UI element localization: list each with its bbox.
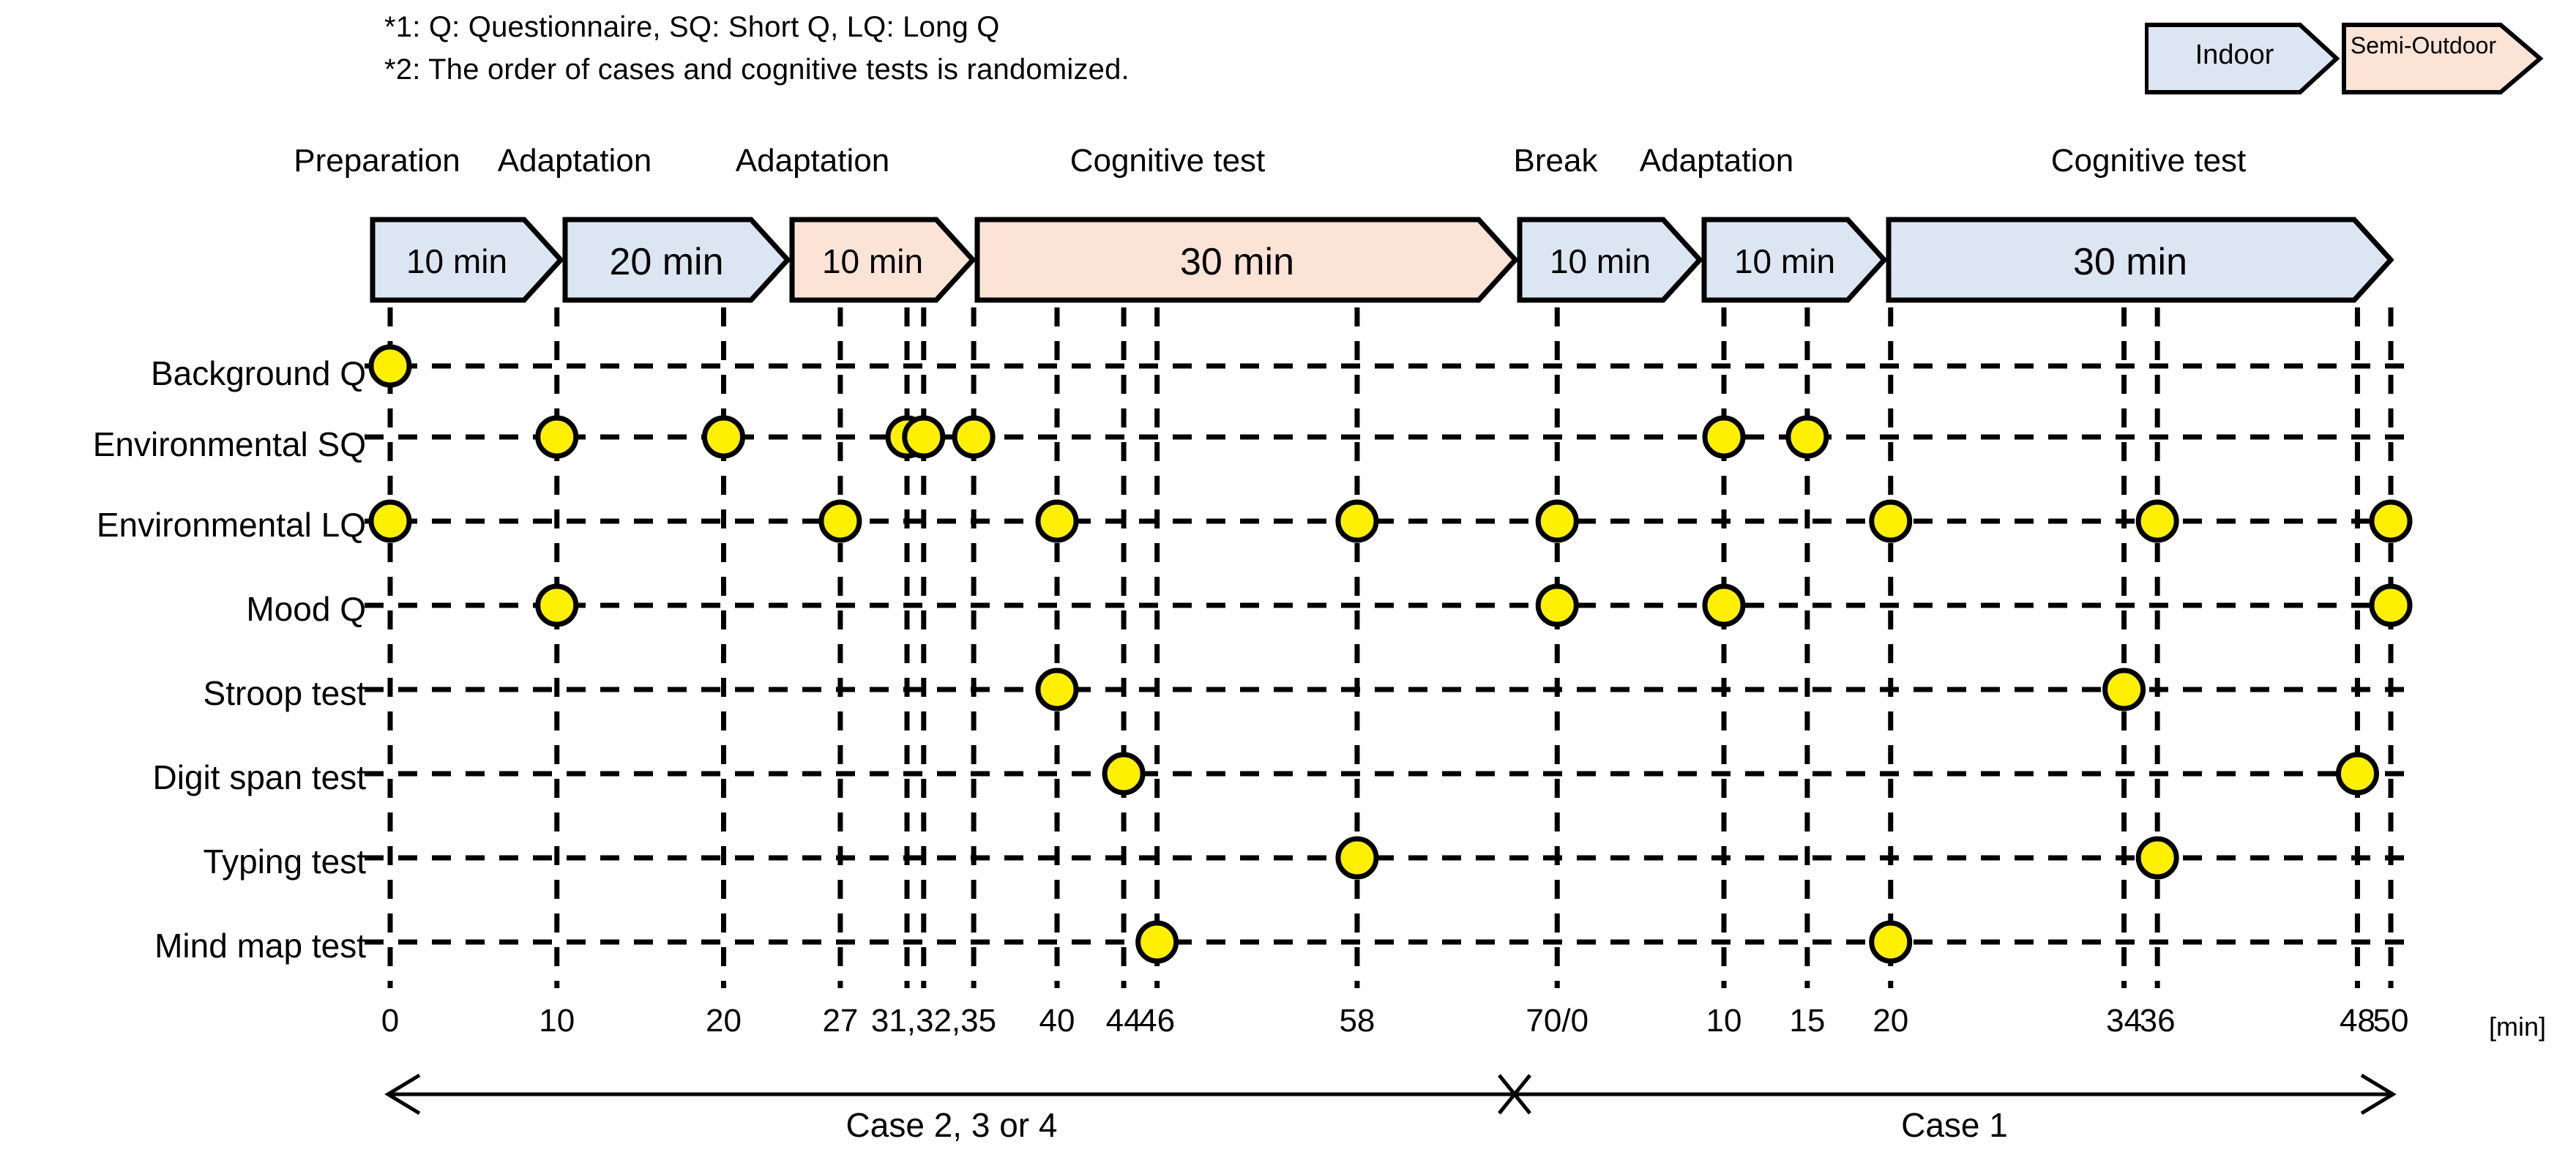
row-label-environmental-sq: Environmental SQ: [92, 425, 366, 463]
x-axis-tick-label: 15: [1789, 1003, 1826, 1039]
event-marker[interactable]: [1535, 499, 1579, 543]
x-axis-tick-label: 48: [2339, 1003, 2375, 1039]
x-axis-tick-label: 20: [706, 1003, 742, 1039]
x-axis-tick-label: 44: [1105, 1003, 1142, 1039]
x-axis-tick-label: 34: [2106, 1003, 2143, 1039]
event-marker[interactable]: [2102, 668, 2146, 711]
phase-duration-adaptation-2: 10 min: [821, 242, 924, 280]
x-axis-tick-label: 40: [1039, 1003, 1075, 1039]
x-axis-tick-label: 10: [1706, 1003, 1742, 1039]
event-marker[interactable]: [1035, 499, 1079, 543]
event-marker[interactable]: [2135, 499, 2179, 543]
phase-chevron-preparation: [370, 217, 564, 303]
row-label-environmental-lq: Environmental LQ: [96, 506, 366, 544]
phase-title-break: Break: [1513, 143, 1598, 179]
phase-duration-cognitive-test-1: 30 min: [1179, 241, 1295, 283]
phase-duration-preparation: 10 min: [406, 242, 508, 280]
phase-duration-adaptation-1: 20 min: [609, 241, 724, 283]
phase-bar: [0, 216, 2576, 304]
row-label-digit-span-test: Digit span test: [152, 758, 366, 796]
row-label-mind-map-test: Mind map test: [154, 927, 366, 965]
phase-chevron-cognitive-test-1: [974, 217, 1519, 303]
x-axis-tick-label: 0: [381, 1003, 400, 1039]
event-marker[interactable]: [1135, 920, 1179, 964]
phase-title-cognitive-test-2: Cognitive test: [2050, 143, 2247, 179]
x-axis-tick-label: 20: [1873, 1003, 1909, 1039]
event-marker[interactable]: [368, 344, 412, 388]
case-spans: [0, 1065, 2576, 1124]
event-marker[interactable]: [535, 415, 579, 459]
event-marker[interactable]: [1102, 752, 1146, 796]
event-marker[interactable]: [2335, 752, 2379, 796]
row-label-mood-q: Mood Q: [246, 590, 366, 628]
plot-area: [365, 307, 2413, 988]
row-label-typing-test: Typing test: [203, 842, 366, 881]
case-label-right: Case 1: [1901, 1106, 2008, 1144]
phase-title-adaptation-3: Adaptation: [1639, 143, 1794, 179]
phase-title-preparation: Preparation: [294, 143, 460, 179]
x-axis-tick-label: 70/0: [1526, 1003, 1589, 1039]
case-span-arrow-right: [1515, 1073, 2397, 1115]
legend-label-indoor: Indoor: [2195, 40, 2274, 70]
x-axis-tick-label: 10: [539, 1003, 575, 1039]
x-axis-tick-label: 46: [1139, 1003, 1176, 1039]
phase-title-adaptation-1: Adaptation: [497, 143, 652, 179]
phase-duration-cognitive-test-2: 30 min: [2072, 241, 2188, 283]
row-label-stroop-test: Stroop test: [203, 674, 366, 712]
x-axis-tick-label: 31,32,35: [870, 1003, 997, 1039]
event-marker[interactable]: [2135, 836, 2179, 880]
event-marker[interactable]: [1869, 920, 1913, 964]
x-axis-tick-label: 36: [2139, 1003, 2176, 1039]
legend-swatch-indoor: [2145, 23, 2340, 94]
event-marker[interactable]: [1785, 415, 1829, 459]
event-marker[interactable]: [902, 415, 946, 459]
x-axis-tick-label: 50: [2372, 1003, 2409, 1039]
event-marker[interactable]: [1535, 583, 1579, 627]
phase-title-adaptation-2: Adaptation: [735, 143, 890, 179]
x-axis-unit-label: [min]: [2489, 1012, 2547, 1042]
phase-title-cognitive-test-1: Cognitive test: [1069, 143, 1266, 179]
phase-chevron-cognitive-test-2: [1886, 217, 2394, 303]
legend: Indoor Semi-Outdoor: [2145, 22, 2555, 95]
event-marker[interactable]: [1702, 415, 1746, 459]
event-marker[interactable]: [1335, 499, 1379, 543]
phase-duration-adaptation-3: 10 min: [1733, 242, 1836, 280]
legend-label-semi-outdoor: Semi-Outdoor: [2350, 32, 2497, 59]
event-marker[interactable]: [1035, 668, 1079, 711]
event-marker[interactable]: [818, 499, 862, 543]
phase-chevron-adaptation-1: [562, 217, 791, 303]
phase-chevron-break: [1517, 217, 1703, 303]
event-marker[interactable]: [1869, 499, 1913, 543]
event-marker[interactable]: [368, 499, 412, 543]
event-marker[interactable]: [2369, 499, 2413, 543]
phase-chevron-adaptation-3: [1701, 217, 1888, 303]
event-marker[interactable]: [1702, 583, 1746, 627]
event-marker[interactable]: [1335, 836, 1379, 880]
x-axis-tick-label: 27: [822, 1003, 859, 1039]
phase-chevron-adaptation-2: [789, 217, 977, 303]
row-label-background-q: Background Q: [150, 354, 366, 392]
x-axis-tick-label: 58: [1339, 1003, 1375, 1039]
event-marker[interactable]: [535, 583, 579, 627]
footnote-1: *1: Q: Questionnaire, SQ: Short Q, LQ: L…: [384, 11, 1000, 43]
footnote-2: *2: The order of cases and cognitive tes…: [384, 53, 1130, 86]
event-marker[interactable]: [702, 415, 745, 459]
phase-duration-break: 10 min: [1549, 242, 1651, 280]
event-marker[interactable]: [2369, 583, 2413, 627]
event-marker[interactable]: [952, 415, 996, 459]
legend-swatch-semi-outdoor: [2342, 23, 2544, 94]
case-label-left: Case 2, 3 or 4: [845, 1106, 1058, 1144]
